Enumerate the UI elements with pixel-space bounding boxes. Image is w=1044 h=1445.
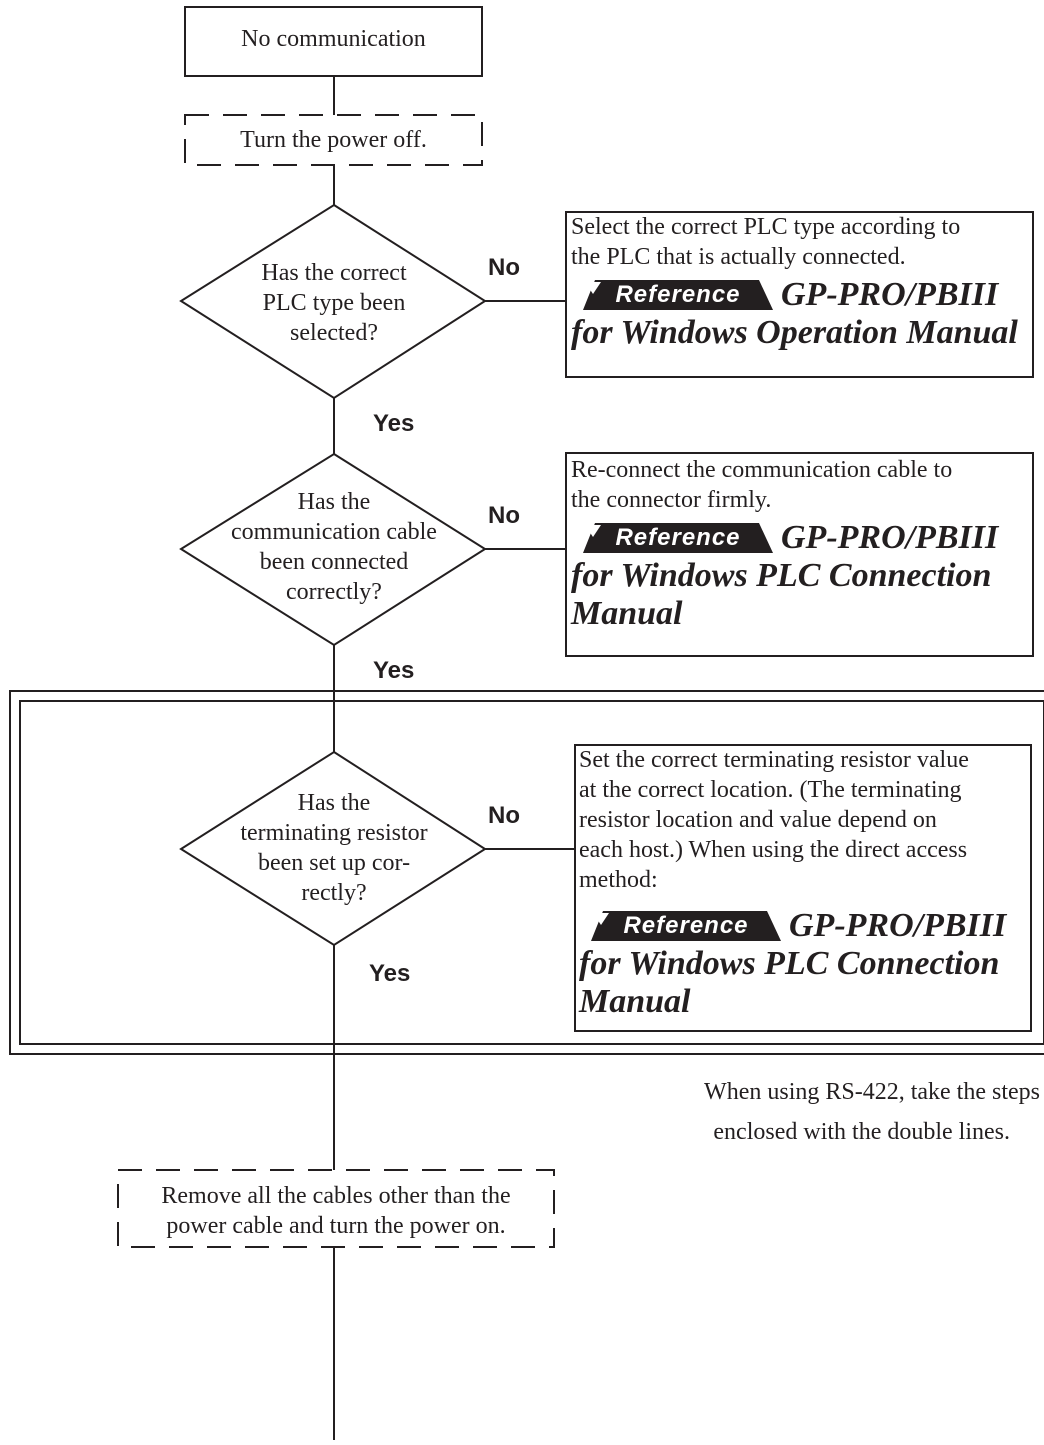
no-label: No (488, 802, 520, 829)
action-line: method: (579, 867, 658, 893)
reference-title: GP-PRO/PBIII (781, 519, 999, 556)
decision-cable-text: Has the communication cable been connect… (204, 487, 464, 607)
note-line: enclosed with the double lines. (713, 1119, 1010, 1145)
decision-resistor-diamond (179, 750, 487, 947)
resistor-action-box (574, 744, 1032, 1032)
decision-line: been set up cor- (257, 850, 411, 876)
power-off-box-outline (184, 114, 483, 166)
decision-line: PLC type been (262, 290, 406, 316)
no-label: No (488, 254, 520, 281)
plc-type-action: Select the correct PLC type according to… (571, 212, 1031, 352)
plc-type-action-box (565, 211, 1034, 378)
power-off-box: Turn the power off. (185, 125, 482, 155)
rs422-inner-border (19, 700, 1044, 1045)
reference-title: for Windows PLC Connection (571, 557, 992, 594)
reference-line: Reference GP-PRO/PBIII (571, 276, 1031, 314)
remove-cables-line: power cable and turn the power on. (166, 1213, 506, 1239)
decision-line: selected? (290, 320, 378, 346)
reference-title: for Windows PLC Connection (579, 945, 1000, 982)
action-line: Set the correct terminating resistor val… (579, 747, 969, 773)
reference-badge: Reference (591, 911, 781, 941)
power-off-label: Turn the power off. (240, 127, 427, 153)
decision-line: terminating resistor (240, 820, 428, 846)
cable-action-box (565, 452, 1034, 657)
decision-line: Has the (297, 790, 371, 816)
decision-cable-diamond (179, 452, 487, 647)
resistor-action: Set the correct terminating resistor val… (579, 745, 1031, 1021)
no-label: No (488, 502, 520, 529)
start-label: No communication (241, 26, 426, 52)
cable-action: Re-connect the communication cable to th… (571, 455, 1031, 633)
action-line: Re-connect the communication cable to (571, 457, 953, 483)
rs422-outer-border (9, 690, 1044, 1055)
reference-line: Reference GP-PRO/PBIII (579, 907, 1031, 945)
yes-label: Yes (373, 410, 415, 437)
reference-title: GP-PRO/PBIII (781, 276, 999, 313)
decision-plc-type-diamond (179, 203, 487, 400)
decision-line: Has the correct (261, 260, 407, 286)
start-box: No communication (185, 24, 482, 54)
reference-title: Manual (571, 595, 683, 632)
yes-label: Yes (373, 657, 415, 684)
rs422-note: When using RS-422, take the steps enclos… (640, 1072, 1040, 1152)
remove-cables-box-outline (117, 1169, 555, 1248)
decision-line: communication cable (231, 519, 437, 545)
reference-title: for Windows Operation Manual (571, 314, 1018, 351)
remove-cables-line: Remove all the cables other than the (161, 1183, 511, 1209)
reference-badge: Reference (583, 280, 773, 310)
decision-line: Has the (297, 489, 371, 515)
action-line: resistor location and value depend on (579, 807, 937, 833)
note-line: When using RS-422, take the steps (704, 1079, 1040, 1105)
decision-line: been connected (259, 549, 409, 575)
yes-label: Yes (369, 960, 411, 987)
reference-title: Manual (579, 983, 691, 1020)
reference-line: Reference GP-PRO/PBIII (571, 519, 1031, 557)
action-line: the connector firmly. (571, 487, 772, 513)
decision-plc-type-text: Has the correct PLC type been selected? (214, 258, 454, 348)
action-line: each host.) When using the direct access (579, 837, 968, 863)
action-line: Select the correct PLC type according to (571, 214, 961, 240)
reference-title: GP-PRO/PBIII (789, 907, 1007, 944)
action-line: the PLC that is actually connected. (571, 244, 906, 270)
decision-line: rectly? (301, 880, 367, 906)
action-line: at the correct location. (The terminatin… (579, 777, 962, 803)
decision-line: correctly? (286, 579, 382, 605)
remove-cables-box: Remove all the cables other than the pow… (118, 1181, 554, 1241)
reference-badge: Reference (583, 523, 773, 553)
decision-resistor-text: Has the terminating resistor been set up… (204, 788, 464, 908)
